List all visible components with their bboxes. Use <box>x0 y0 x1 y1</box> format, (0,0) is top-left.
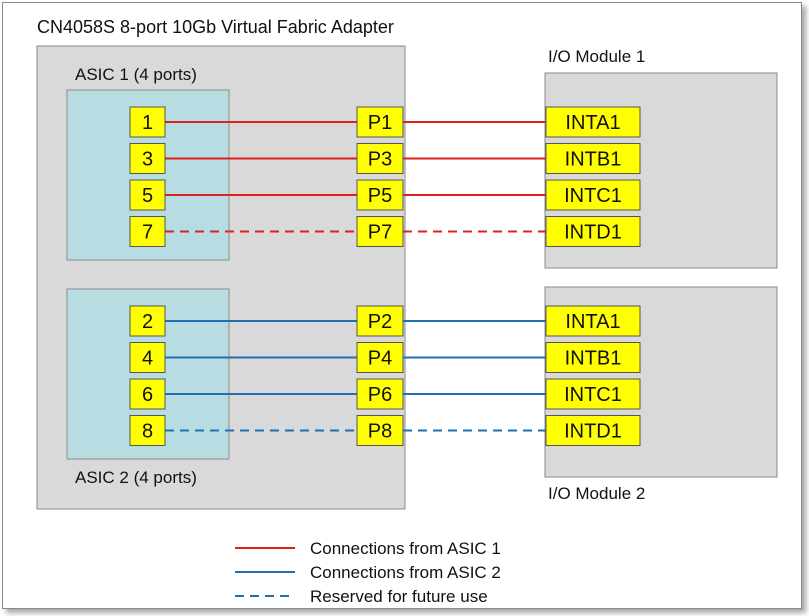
phys-port-p4-text: P4 <box>368 348 392 370</box>
asic2-intf-intb1-rect <box>545 342 641 373</box>
port-box-4: 4 <box>129 342 166 373</box>
io-module-1-label: I/O Module 1 <box>548 47 645 66</box>
asic2-intf-intd1: INTD1 <box>545 415 641 446</box>
asic1-intf-inta1: INTA1 <box>545 106 641 138</box>
phys-port-p5: P5 <box>356 179 404 211</box>
port-box-1-rect <box>129 106 166 138</box>
port-box-6-rect <box>129 378 166 410</box>
asic2-intf-intc1-text: INTC1 <box>564 384 622 406</box>
asic1-intf-intb1-rect <box>545 143 641 174</box>
asic1-intf-intd1-text: INTD1 <box>564 222 622 244</box>
port-box-2-text: 2 <box>142 311 153 333</box>
phys-port-p1-rect <box>356 106 404 138</box>
phys-port-p5-text: P5 <box>368 185 392 207</box>
port-box-5-rect <box>129 179 166 211</box>
port-box-2-rect <box>129 305 166 337</box>
phys-port-p2-rect <box>356 305 404 337</box>
asic1-intf-intd1: INTD1 <box>545 216 641 247</box>
port-box-1: 1 <box>129 106 166 138</box>
legend: Connections from ASIC 1 Connections from … <box>235 539 501 606</box>
phys-port-p8-text: P8 <box>368 421 392 443</box>
port-box-3: 3 <box>129 143 166 174</box>
asic1-intf-inta1-text: INTA1 <box>565 112 620 134</box>
asic2-intf-inta1: INTA1 <box>545 305 641 337</box>
phys-port-p6-rect <box>356 378 404 410</box>
phys-port-p7-text: P7 <box>368 222 392 244</box>
phys-port-p4: P4 <box>356 342 404 373</box>
port-box-7-rect <box>129 216 166 247</box>
legend-label-3: Reserved for future use <box>310 587 488 606</box>
phys-port-p2: P2 <box>356 305 404 337</box>
port-box-3-rect <box>129 143 166 174</box>
port-box-7: 7 <box>129 216 166 247</box>
phys-port-p3-text: P3 <box>368 149 392 171</box>
asic1-intf-intb1: INTB1 <box>545 143 641 174</box>
phys-port-p8: P8 <box>356 415 404 446</box>
asic2-intf-intc1-rect <box>545 378 641 410</box>
connection-lines <box>165 121 546 432</box>
asic2-intf-intb1-text: INTB1 <box>565 348 622 370</box>
asic1-intf-intb1-text: INTB1 <box>565 149 622 171</box>
legend-label-1: Connections from ASIC 1 <box>310 539 501 558</box>
port-box-8-text: 8 <box>142 421 153 443</box>
phys-port-p7: P7 <box>356 216 404 247</box>
asic2-intf-intc1: INTC1 <box>545 378 641 410</box>
phys-port-p1-text: P1 <box>368 112 392 134</box>
port-box-5-text: 5 <box>142 185 153 207</box>
phys-port-p6-text: P6 <box>368 384 392 406</box>
asic2-intf-intd1-text: INTD1 <box>564 421 622 443</box>
phys-port-p1: P1 <box>356 106 404 138</box>
asic1-intf-intc1-text: INTC1 <box>564 185 622 207</box>
phys-port-p7-rect <box>356 216 404 247</box>
port-box-3-text: 3 <box>142 149 153 171</box>
asic2-intf-inta1-text: INTA1 <box>565 311 620 333</box>
asic1-intf-inta1-rect <box>545 106 641 138</box>
phys-port-p3-rect <box>356 143 404 174</box>
asic1-label: ASIC 1 (4 ports) <box>75 65 197 84</box>
phys-port-p3: P3 <box>356 143 404 174</box>
port-box-6: 6 <box>129 378 166 410</box>
asic1-intf-intd1-rect <box>545 216 641 247</box>
phys-port-p8-rect <box>356 415 404 446</box>
asic2-intf-intd1-rect <box>545 415 641 446</box>
port-box-7-text: 7 <box>142 222 153 244</box>
asic1-intf-intc1: INTC1 <box>545 179 641 211</box>
port-box-5: 5 <box>129 179 166 211</box>
phys-port-p2-text: P2 <box>368 311 392 333</box>
port-box-4-rect <box>129 342 166 373</box>
port-box-6-text: 6 <box>142 384 153 406</box>
port-box-4-text: 4 <box>142 348 153 370</box>
io-module-2-label: I/O Module 2 <box>548 484 645 503</box>
port-box-1-text: 1 <box>142 112 153 134</box>
phys-port-p6: P6 <box>356 378 404 410</box>
phys-port-p4-rect <box>356 342 404 373</box>
port-box-2: 2 <box>129 305 166 337</box>
asic2-label: ASIC 2 (4 ports) <box>75 468 197 487</box>
port-box-8: 8 <box>129 415 166 446</box>
asic2-intf-inta1-rect <box>545 305 641 337</box>
asic1-intf-intc1-rect <box>545 179 641 211</box>
phys-port-p5-rect <box>356 179 404 211</box>
diagram-title: CN4058S 8-port 10Gb Virtual Fabric Adapt… <box>37 17 394 37</box>
legend-label-2: Connections from ASIC 2 <box>310 563 501 582</box>
port-box-8-rect <box>129 415 166 446</box>
asic2-intf-intb1: INTB1 <box>545 342 641 373</box>
